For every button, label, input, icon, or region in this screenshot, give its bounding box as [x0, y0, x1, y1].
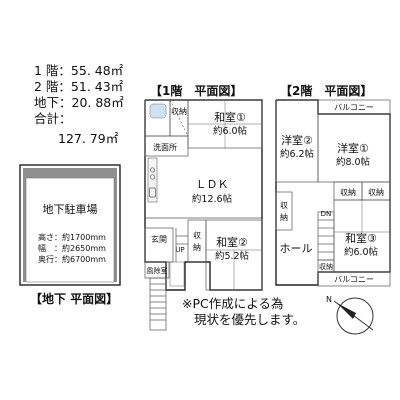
floor2-plan: バルコニー 洋室② 約6.2帖 洋室① 約8.0帖 収納 収納 収 納: [275, 99, 391, 287]
f2-closet-3-label-2: 納: [280, 212, 288, 222]
compass-needle: [337, 303, 356, 319]
f1-closet-a-label: 収納: [171, 106, 187, 116]
area-floor2: 2 階：51. 43㎡: [34, 79, 124, 94]
f1-washitsu1-size: 約6.0帖: [213, 125, 248, 137]
compass: N: [326, 295, 374, 335]
area-basement: 地下：20. 88㎡: [34, 95, 124, 110]
f2-western2-size: 約6.2帖: [280, 148, 315, 160]
area-total-label: 合計：: [34, 111, 72, 126]
f1-windbreak-label: 風除室: [147, 266, 168, 275]
f2-western2-name: 洋室②: [281, 133, 313, 147]
f2-hall-label: ホール: [280, 242, 313, 255]
f1-washitsu2-name: 和室②: [216, 235, 248, 249]
f1-washroom-label: 洗面所: [153, 142, 177, 152]
f2-dn-label: DN: [321, 210, 332, 218]
basement-depth: 奥行：約6700mm: [38, 254, 106, 264]
f1-closet-b-label-1: 収: [193, 230, 201, 240]
area-floor1: 1 階：55. 48㎡: [34, 63, 124, 78]
f2-closet-4-label: 収納: [319, 262, 333, 271]
f1-washitsu1-name: 和室①: [214, 110, 246, 124]
f1-washitsu2-size: 約5.2帖: [215, 250, 250, 262]
f1-ldk-name: ＬＤＫ: [196, 178, 229, 191]
floor1-plan: 収納 和室① 約6.0帖 洗面所 ＬＤＫ 約12.6帖: [144, 99, 263, 331]
floor2-title: 【2階 平面図】: [280, 84, 373, 98]
basement-height: 高さ：約1700mm: [38, 232, 106, 242]
f2-closet-3-label-1: 収: [280, 200, 288, 210]
f1-entrance-label: 玄関: [151, 234, 167, 244]
f2-closet-2-label: 収納: [368, 187, 384, 197]
f2-western1-name: 洋室①: [337, 141, 369, 155]
basement-plan: 地下駐車場 高さ：約1700mm 幅 ：約2650mm 奥行：約6700mm: [19, 164, 121, 286]
compass-n-label: N: [326, 295, 332, 304]
basement-parking-label: 地下駐車場: [43, 202, 98, 216]
note-line1: ※PC作成による為: [182, 296, 284, 311]
f2-closet-1-label: 収納: [340, 187, 356, 197]
f1-up-label: UP: [175, 246, 184, 254]
f1-ldk-size: 約12.6帖: [192, 193, 233, 205]
f2-washitsu3-name: 和室③: [345, 231, 377, 245]
f1-closet-b-label-2: 納: [193, 242, 201, 252]
f2-balcony-top-label: バルコニー: [334, 103, 374, 112]
basement-title: 【地下 平面図】: [30, 292, 119, 306]
f2-balcony-bottom-label: バルコニー: [334, 275, 374, 284]
area-total-value: 127. 79㎡: [58, 131, 119, 146]
f2-washitsu3-size: 約6.0帖: [344, 246, 379, 258]
basement-width: 幅 ：約2650mm: [38, 243, 106, 253]
note-line2: 現状を優先します。: [194, 312, 306, 327]
floor1-title: 【1階 平面図】: [150, 84, 243, 98]
f2-western1-size: 約8.0帖: [336, 156, 371, 168]
